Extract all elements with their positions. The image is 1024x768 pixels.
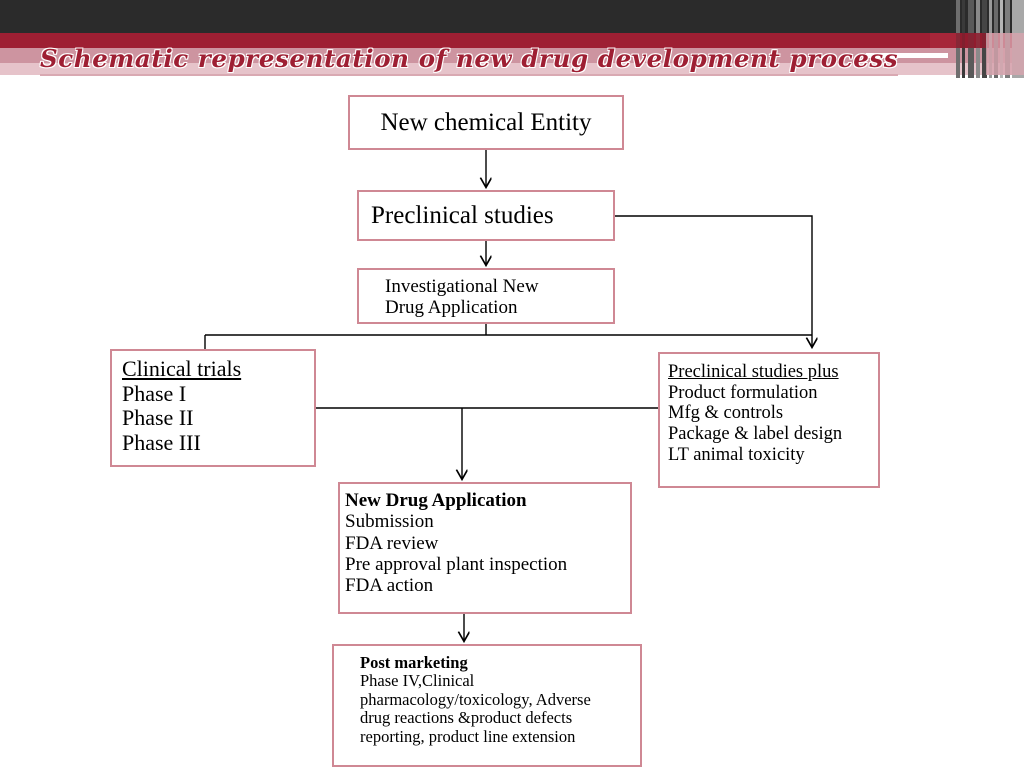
- node-line: Phase II: [122, 405, 194, 431]
- page-title-wrap: Schematic representation of new drug dev…: [40, 44, 940, 76]
- node-line: LT animal toxicity: [668, 444, 805, 465]
- node-line: drug reactions &product defects: [360, 708, 573, 728]
- node-line: reporting, product line extension: [360, 726, 576, 746]
- node-line: Pre approval plant inspection: [345, 553, 568, 575]
- header-pink-light-band: [0, 63, 1024, 75]
- node-line: Submission: [345, 511, 434, 533]
- node-preclinical-studies[interactable]: Preclinical studies: [357, 190, 615, 241]
- node-title: Preclinical studies plus: [668, 362, 839, 382]
- flowchart-canvas: New chemical Entity Preclinical studies …: [0, 78, 1024, 768]
- node-line: Package & label design: [668, 424, 843, 445]
- node-title: New Drug Application: [345, 490, 527, 511]
- node-line: Mfg & controls: [668, 403, 784, 424]
- node-line: FDA review: [345, 532, 439, 554]
- node-post-marketing[interactable]: Post marketing Phase IV,Clinical pharmac…: [332, 644, 642, 767]
- node-line: Phase III: [122, 429, 201, 455]
- node-line: Phase IV,Clinical: [360, 671, 475, 691]
- header-maroon-accent: [0, 33, 930, 48]
- node-preclinical-studies-plus[interactable]: Preclinical studies plus Product formula…: [658, 352, 880, 488]
- node-title: Clinical trials: [122, 356, 242, 381]
- header-dark-band: [0, 0, 1024, 33]
- header-stripe-overlay-maroon: [956, 33, 986, 48]
- header-stripe-overlay-pink: [986, 33, 1024, 75]
- node-line: FDA action: [345, 575, 434, 597]
- node-new-drug-application[interactable]: New Drug Application Submission FDA revi…: [338, 482, 632, 614]
- header-white-streak: [866, 53, 948, 58]
- node-investigational-new-drug-application[interactable]: Investigational New Drug Application: [357, 268, 615, 324]
- node-line: Drug Application: [385, 297, 518, 319]
- slide-header: [0, 0, 1024, 78]
- node-title: New chemical Entity: [380, 108, 592, 136]
- node-clinical-trials[interactable]: Clinical trials Phase I Phase II Phase I…: [110, 349, 316, 467]
- edge-preclinical-to-preclinical-plus: [615, 215, 812, 346]
- node-title: Investigational New: [385, 276, 539, 297]
- node-title: Preclinical studies: [371, 201, 554, 229]
- page-title: Schematic representation of new drug dev…: [40, 44, 899, 76]
- node-title: Post marketing: [360, 653, 468, 672]
- node-new-chemical-entity[interactable]: New chemical Entity: [348, 95, 624, 150]
- node-line: Product formulation: [668, 382, 818, 403]
- node-line: Phase I: [122, 380, 187, 406]
- node-line: pharmacology/toxicology, Adverse: [360, 689, 591, 709]
